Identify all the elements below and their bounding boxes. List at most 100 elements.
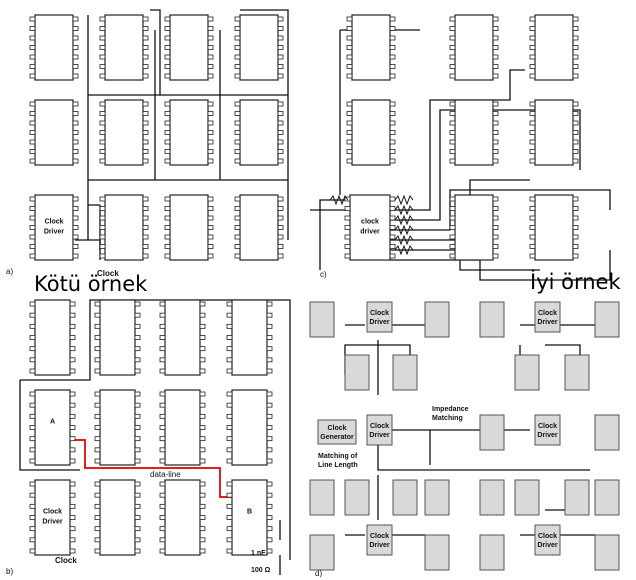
panel-b-traces (19, 299, 291, 575)
panel-b-chip-3 (226, 299, 273, 376)
panel-b-clock-driver-text-1: Driver (42, 519, 63, 526)
data-line-trace (70, 439, 232, 498)
panel-b-clock-driver-text-0: Clock (43, 509, 62, 516)
panel-a-chip-2 (164, 14, 214, 81)
panel-a-chip-10 (234, 194, 284, 261)
panel-c-tag: c) (320, 270, 327, 279)
panel-d-box-19 (564, 479, 590, 516)
panel-b-chip-1 (94, 299, 141, 376)
panel-d-box-4 (479, 301, 505, 338)
panel-b-chip-8 (159, 479, 206, 556)
panel-b-clock-in: Clock (55, 556, 77, 565)
panel-c-chip-6 (449, 194, 499, 261)
panel-d-box-18 (514, 479, 540, 516)
panel-d-box-10 (309, 479, 335, 516)
panel-d-box-2 (344, 354, 370, 391)
panel-b-chip-b: B (226, 479, 273, 556)
impedance-label-1: Impedance (432, 406, 469, 413)
panel-a-chip-4 (29, 99, 79, 166)
panel-b-tag: b) (6, 567, 13, 576)
panel-a-chip-8 (99, 194, 149, 261)
panel-d-clock-driver-4-text-0: Clock (370, 533, 389, 540)
panel-c-chip-0 (346, 14, 396, 81)
panel-c-chip-2 (529, 14, 579, 81)
panel-b-chip-4 (94, 389, 141, 466)
panel-a-chip-0 (29, 14, 79, 81)
panel-c-chips: clock driver (344, 14, 579, 261)
panel-a-traces (75, 9, 289, 260)
panel-c-chip-5 (529, 99, 579, 166)
panel-a-chip-1 (99, 14, 149, 81)
panel-c-chip-7 (529, 194, 579, 261)
panel-a-tag: a) (6, 267, 13, 276)
panel-c-clock-driver-text-0: clock (361, 219, 379, 226)
panel-c-clock-driver: clock driver (344, 194, 396, 261)
panel-d-box-0 (309, 301, 335, 338)
panel-c-resistors (329, 194, 414, 256)
data-line-label: data-line (150, 470, 181, 479)
impedance-label-2: Matching (432, 415, 463, 422)
caption-bad: Kötü örnek (34, 272, 148, 296)
panel-d-box-9 (594, 414, 620, 451)
caption-good: İyi örnek (530, 269, 621, 294)
panel-a-clock-driver-text-1: Driver (44, 229, 65, 236)
panel-b-chip-0 (29, 299, 76, 376)
panel-d-clock-driver-0-text-0: Clock (370, 310, 389, 317)
panel-d-box-6 (514, 354, 540, 391)
panel-d-clock-driver-1-text-1: Driver (537, 319, 558, 326)
panel-a-chip-9 (164, 194, 214, 261)
panel-d-box-3 (392, 354, 418, 391)
panel-d-clock-generator-text-1: Generator (320, 434, 354, 441)
res-label: 100 Ω (251, 567, 271, 574)
panel-a-clock-driver-text-0: Clock (44, 219, 63, 226)
panel-d-box-8 (479, 414, 505, 451)
panel-d-box-17 (594, 479, 620, 516)
panel-d-clock-driver-0-text-1: Driver (369, 319, 390, 326)
panel-b-chip-a: A (29, 389, 76, 466)
panel-d-box-15 (424, 534, 450, 571)
panel-c-chip-4 (449, 99, 499, 166)
panel-d-box-1 (424, 301, 450, 338)
panel-b-chip-b-text-0: B (247, 509, 252, 516)
panel-d-box-5 (594, 301, 620, 338)
panel-d-tag: d) (315, 569, 322, 578)
panel-b-chip-a-text-0: A (50, 419, 55, 426)
panel-a-chip-5 (99, 99, 149, 166)
panel-d-clock-driver-3-text-1: Driver (537, 432, 558, 439)
panel-d-clock-driver-5-text-0: Clock (538, 533, 557, 540)
panel-d-clock-driver-1-text-0: Clock (538, 310, 557, 317)
panel-d-box-13 (392, 479, 418, 516)
length-label-2: Line Length (318, 462, 358, 469)
length-label-1: Matching of (318, 453, 358, 460)
panel-b-chip-7 (94, 479, 141, 556)
panel-b-chip-5 (159, 389, 206, 466)
cap-label: 1 nF (251, 550, 266, 557)
panel-d-box-14 (309, 534, 335, 571)
panel-c-clock-driver-text-1: driver (360, 229, 380, 236)
panel-c-chip-3 (346, 99, 396, 166)
panel-b-chip-2 (159, 299, 206, 376)
panel-a-chip-6 (164, 99, 214, 166)
panel-d-clock-generator-text-0: Clock (327, 425, 346, 432)
panel-a-chip-3 (234, 14, 284, 81)
panel-c-chip-1 (449, 14, 499, 81)
panel-d-clock-driver-5-text-1: Driver (537, 542, 558, 549)
panel-d-boxes: ClockDriverClockDriverClockDriverClockDr… (309, 301, 620, 571)
panel-d-box-21 (594, 534, 620, 571)
panel-d-clock-driver-3-text-0: Clock (538, 423, 557, 430)
panel-d-clock-driver-4-text-1: Driver (369, 542, 390, 549)
panel-d-box-20 (479, 534, 505, 571)
panel-d-box-11 (424, 479, 450, 516)
panel-d-clock-driver-2-text-1: Driver (369, 432, 390, 439)
